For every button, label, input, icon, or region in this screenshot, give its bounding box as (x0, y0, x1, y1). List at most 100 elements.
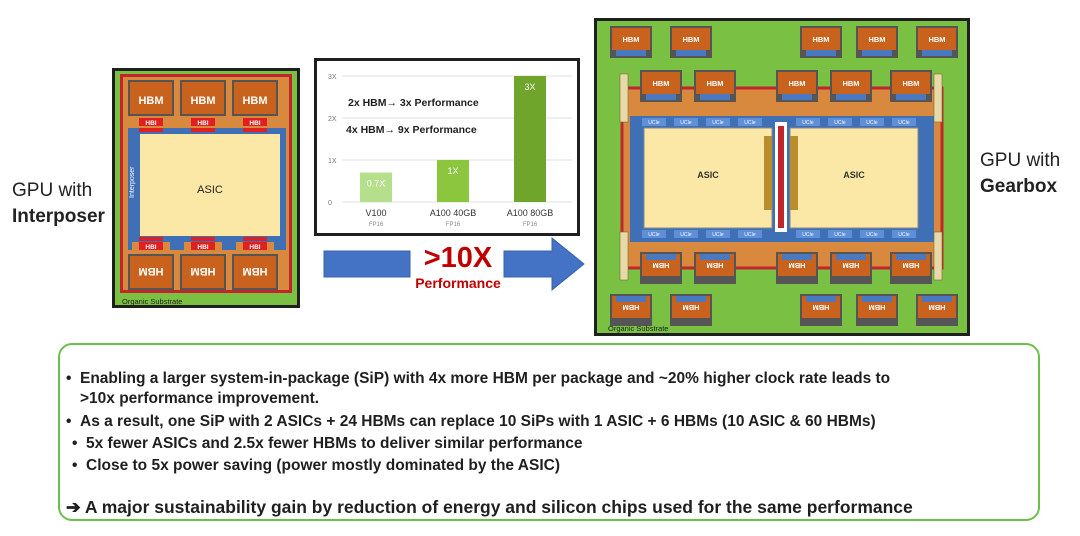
bullet-2: •As a result, one SiP with 2 ASICs + 24 … (66, 413, 876, 430)
hbm-stack: HBM (856, 294, 898, 326)
right-caption-line1: GPU with (980, 150, 1061, 171)
hbm-stack: HBM (800, 26, 842, 58)
hbm-stack: HBM (776, 70, 818, 102)
hbm-label: HBM (812, 303, 829, 312)
svg-text:HBM: HBM (138, 265, 163, 277)
chart-data-label: 3X (524, 82, 535, 92)
ucie-block (860, 118, 884, 126)
ucie-label: UCIe (712, 120, 724, 126)
hbm-stack: HBM (890, 252, 932, 284)
ucie-block (892, 230, 916, 238)
hbm-label: HBM (242, 95, 267, 107)
hbm-stack: HBM (640, 70, 682, 102)
left-caption-line2: Interposer (12, 206, 105, 227)
arrow-shaft-left (323, 250, 411, 278)
left-bottom-hbi-row: HBI HBI HBI (132, 237, 274, 251)
hbm-label: HBM (622, 303, 639, 312)
hbm-stack: HBM (916, 26, 958, 58)
ucie-label: UCIe (712, 232, 724, 238)
hbm-label: HBM (928, 35, 945, 44)
left-substrate-label: Organic Substrate (122, 297, 182, 306)
left-package-diagram: Interposer ASIC HBM HBM HBM HBI HBI HBI … (112, 68, 300, 308)
hbm-stack: HBM (800, 294, 842, 326)
chart-ytick-label: 1X (328, 158, 337, 165)
hbm-label: HBM (842, 79, 859, 88)
bullet-1-line-1: •Enabling a larger system-in-package (Si… (66, 370, 891, 387)
hbm-label: HBM (928, 303, 945, 312)
ucie-block (642, 230, 666, 238)
ucie-label: UCIe (680, 232, 692, 238)
ucie-label: UCIe (648, 232, 660, 238)
link-trace (619, 231, 629, 281)
hbm-label: HBM (868, 303, 885, 312)
ucie-block (892, 118, 916, 126)
hbm-label: HBM (812, 35, 829, 44)
bullet-1-line-2: >10x performance improvement. (80, 390, 320, 407)
hbm-label: HBM (868, 35, 885, 44)
hbm-label: HBM (622, 35, 639, 44)
svg-text:HBM: HBM (190, 265, 215, 277)
ucie-label: UCIe (680, 120, 692, 126)
hbm-label: HBM (706, 261, 723, 270)
hbm-stack: HBM (670, 294, 712, 326)
chart-ytick-label: 3X (328, 74, 337, 81)
hbm-label: HBM (706, 79, 723, 88)
left-asic (140, 134, 280, 236)
chart-bar (360, 172, 392, 202)
left-caption-line1: GPU with (12, 180, 93, 201)
performance-arrow (323, 236, 585, 292)
hbm-stack: HBM (830, 70, 872, 102)
ucie-block (796, 118, 820, 126)
hbm-stack: HBM (776, 252, 818, 284)
ucie-label: UCIe (834, 232, 846, 238)
right-asic-label: ASIC (697, 170, 719, 180)
arrow-big-text: >10X (423, 242, 493, 274)
right-caption: GPU with Gearbox (980, 148, 1080, 200)
arrow-right-icon: ➔ (66, 497, 81, 517)
chart-category-sublabel: FP16 (446, 222, 461, 228)
sub-bullet-1: •5x fewer ASICs and 2.5x fewer HBMs to d… (72, 435, 583, 452)
hbm-label: HBM (652, 79, 669, 88)
svg-text:HBI: HBI (145, 244, 156, 251)
chart-bar (514, 76, 546, 202)
left-top-hbm-row: HBM HBM HBM (128, 80, 278, 116)
chart-ytick-label: 2X (328, 116, 337, 123)
hbm-label: HBM (138, 95, 163, 107)
right-substrate-label: Organic Substrate (608, 324, 668, 333)
ucie-block (642, 118, 666, 126)
ucie-label: UCIe (898, 120, 910, 126)
ucie-block (706, 118, 730, 126)
ucie-label: UCIe (898, 232, 910, 238)
chart-category-sublabel: FP16 (369, 222, 384, 228)
hbm-stack: HBM (694, 70, 736, 102)
ucie-label: UCIe (802, 232, 814, 238)
ucie-label: UCIe (648, 120, 660, 126)
ucie-block (706, 230, 730, 238)
hbm-label: HBM (682, 303, 699, 312)
hbm-label: HBM (902, 79, 919, 88)
hbm-stack: HBM (916, 294, 958, 326)
hbm-label: HBM (788, 79, 805, 88)
ucie-block (738, 118, 762, 126)
chart-data-label: 1X (447, 166, 458, 176)
chart-data-label: 0.7X (367, 179, 386, 189)
hbm-stack: HBM (640, 252, 682, 284)
svg-text:HBI: HBI (249, 120, 260, 127)
ucie-label: UCIe (866, 120, 878, 126)
chart-category-label: A100 80GB (507, 208, 554, 218)
conclusion: ➔ A major sustainability gain by reducti… (66, 497, 913, 518)
link-trace (933, 231, 943, 281)
ucie-block (860, 230, 884, 238)
ucie-block (674, 230, 698, 238)
hbm-label: HBM (842, 261, 859, 270)
link-trace (619, 73, 629, 123)
left-asic-label: ASIC (197, 184, 223, 196)
hbm-label: HBM (652, 261, 669, 270)
hbm-stack: HBM (890, 70, 932, 102)
conclusion-text: A major sustainability gain by reduction… (84, 497, 913, 517)
arrow-head-icon (503, 236, 585, 292)
hbm-stack: HBM (610, 294, 652, 326)
sub-bullet-2: •Close to 5x power saving (power mostly … (72, 457, 560, 474)
